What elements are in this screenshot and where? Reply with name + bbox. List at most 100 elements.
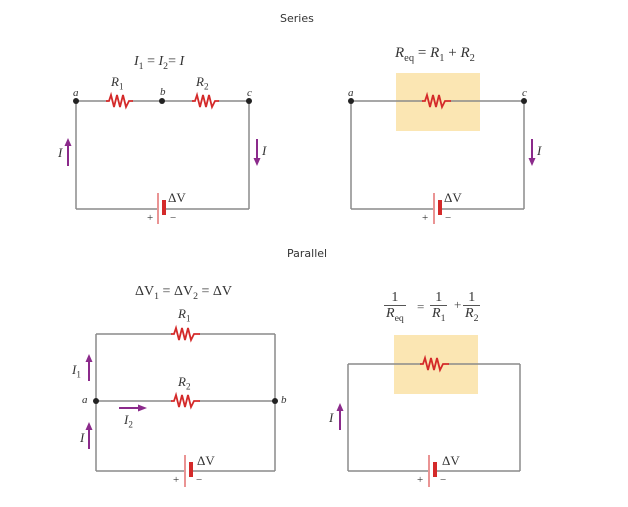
eq-op: = <box>143 54 159 69</box>
node-b-label: b <box>160 86 166 98</box>
resistor-r2-symbol <box>171 391 200 410</box>
resistor-r2-symbol <box>192 91 219 110</box>
battery-minus-label: − <box>445 212 452 224</box>
r-name: R <box>111 74 119 89</box>
eq-sub: 1 <box>138 60 144 72</box>
den-term: R <box>386 306 395 322</box>
den-sub: eq <box>394 313 404 325</box>
battery-negative-plate <box>189 462 193 477</box>
eq-op: = <box>168 54 180 69</box>
resistor-r1-symbol <box>106 91 133 110</box>
series-circuit <box>64 91 261 224</box>
node-c <box>521 98 527 104</box>
fraction-r2: 1 R2 <box>463 290 481 325</box>
battery-plus-label: + <box>422 212 429 224</box>
resistor-r2-label: R2 <box>196 75 209 92</box>
r-sub: 1 <box>118 81 124 92</box>
fraction-r1: 1 R1 <box>430 290 448 325</box>
i-name: I <box>124 412 129 427</box>
current-label: I <box>58 145 63 160</box>
battery-label: ΔV <box>442 453 460 468</box>
node-b-label: b <box>281 394 287 406</box>
series-current-equation: I1 = I2= I <box>134 55 184 72</box>
battery-label: ΔV <box>444 190 462 205</box>
eq-sub: eq <box>404 53 415 64</box>
current-label: I <box>329 410 334 425</box>
eq-sub: 1 <box>439 53 445 64</box>
current-label: I <box>537 143 542 158</box>
frac-den: R2 <box>463 305 481 325</box>
current-arrow-down-icon <box>528 139 536 166</box>
equals-sign: = <box>417 299 425 314</box>
r-name: R <box>178 306 186 321</box>
battery-negative-plate <box>162 200 166 215</box>
node-a-label: a <box>82 394 88 406</box>
battery-plus-label: + <box>173 474 180 486</box>
frac-num: 1 <box>468 290 476 305</box>
battery-plus-label: + <box>147 212 154 224</box>
r-sub: 2 <box>203 81 209 92</box>
series-title: Series <box>280 12 314 25</box>
i-name: I <box>72 362 77 377</box>
current-i2-label: I2 <box>124 413 133 430</box>
eq-op: = <box>414 45 431 61</box>
eq-sub: 1 <box>154 290 160 302</box>
den-sub: 2 <box>473 313 479 325</box>
plus-sign: + <box>454 297 462 312</box>
resistor-r2-label: R2 <box>178 375 191 392</box>
battery-negative-plate <box>433 462 437 477</box>
resistor-req-symbol <box>420 354 449 373</box>
parallel-title: Parallel <box>287 247 328 260</box>
node-c-label: c <box>247 87 252 99</box>
battery-label: ΔV <box>168 190 186 205</box>
parallel-equivalent-circuit <box>336 335 521 487</box>
eq-term: I <box>134 54 139 69</box>
current-label: I <box>80 430 85 445</box>
frac-den: Req <box>384 305 406 325</box>
node-a-label: a <box>348 87 354 99</box>
eq-sub: 2 <box>469 53 475 64</box>
current-arrow-up-icon <box>64 138 72 166</box>
node-a-label: a <box>73 87 79 99</box>
den-sub: 1 <box>440 313 446 325</box>
eq-term: I <box>179 54 185 69</box>
eq-term: ΔV <box>212 284 232 299</box>
battery-minus-label: − <box>196 474 203 486</box>
eq-term: ΔV <box>173 284 194 299</box>
parallel-circuit <box>85 324 278 487</box>
battery-minus-label: − <box>170 212 177 224</box>
current-arrow-up-icon <box>336 403 344 430</box>
node-b <box>159 98 165 104</box>
resistor-req-symbol <box>422 91 451 110</box>
battery-minus-label: − <box>440 474 447 486</box>
eq-sub: 2 <box>163 60 169 72</box>
series-equivalent-circuit <box>348 73 536 224</box>
current-label: I <box>262 143 267 158</box>
node-b <box>272 398 278 404</box>
eq-sub: 2 <box>193 290 198 302</box>
r-sub: 1 <box>185 313 191 324</box>
battery-plus-label: + <box>417 474 424 486</box>
current-arrow-down-icon <box>253 139 261 166</box>
r-name: R <box>196 74 204 89</box>
node-c <box>246 98 252 104</box>
r-sub: 2 <box>185 381 191 392</box>
den-term: R <box>465 306 474 322</box>
resistor-r1-symbol <box>171 324 200 343</box>
node-a <box>348 98 354 104</box>
r-name: R <box>178 374 186 389</box>
current-arrow-up-icon <box>85 354 93 381</box>
battery-label: ΔV <box>197 453 215 468</box>
frac-num: 1 <box>391 290 399 305</box>
resistor-r1-label: R1 <box>178 307 191 324</box>
node-a <box>73 98 79 104</box>
eq-term: I <box>158 54 164 69</box>
frac-den: R1 <box>430 305 448 325</box>
eq-term: R <box>395 45 405 61</box>
eq-term: R <box>430 45 440 61</box>
eq-op: = <box>197 284 213 299</box>
eq-op: + <box>444 45 461 61</box>
current-i1-label: I1 <box>72 363 81 380</box>
resistor-r1-label: R1 <box>111 75 124 92</box>
